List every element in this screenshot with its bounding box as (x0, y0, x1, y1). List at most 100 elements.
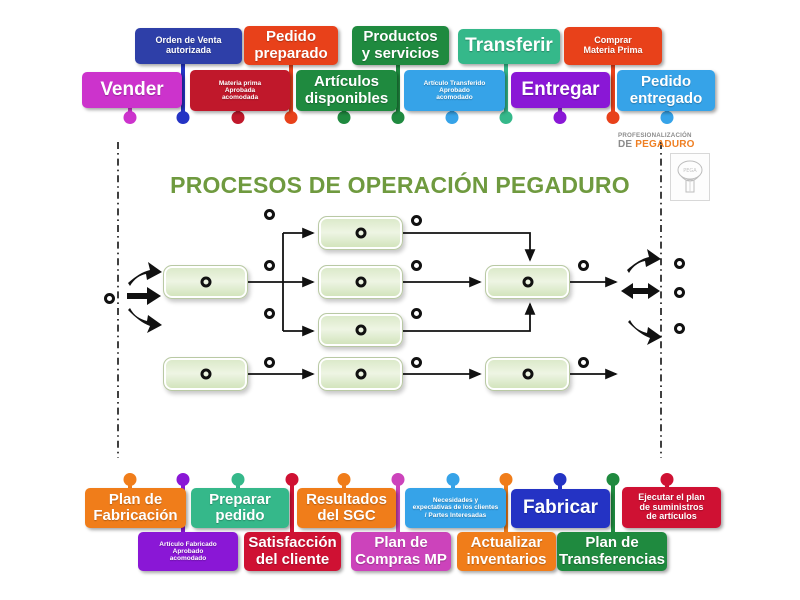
label-chip-resultados-del-sgc[interactable]: Resultados del SGC (297, 488, 396, 528)
connector-pin (606, 65, 620, 124)
pin-ball (499, 111, 513, 124)
label-chip-artículos-disponibles[interactable]: Artículos disponibles (296, 70, 397, 111)
page-title: PROCESOS DE OPERACIÓN PEGADURO (170, 172, 630, 198)
pin-ball (660, 111, 674, 124)
label-chip-ejecutar-el-plan-de-suministros-de[interactable]: Ejecutar el plan de suministros de artíc… (622, 487, 721, 528)
label-chip-plan-de-fabricación[interactable]: Plan de Fabricación (85, 488, 186, 528)
label-chip-plan-de-transferencias[interactable]: Plan de Transferencias (557, 532, 667, 571)
ring-icon (578, 357, 589, 368)
pin-stem (396, 476, 400, 533)
process-box-support-left[interactable] (163, 357, 248, 391)
pin-ball (176, 473, 190, 486)
connector-pin (499, 473, 513, 533)
connector-pin (391, 65, 405, 124)
svg-text:PEGA: PEGA (683, 168, 697, 174)
ring-icon (264, 357, 275, 368)
ring-icon (411, 260, 422, 271)
connector-pin (337, 111, 351, 124)
connector-pin (285, 473, 299, 533)
pin-stem (396, 65, 400, 121)
label-chip-pedido-entregado[interactable]: Pedido entregado (617, 70, 715, 111)
label-chip-satisfacción-del-cliente[interactable]: Satisfacción del cliente (244, 532, 341, 571)
logo-line-2: DE PEGADURO (618, 139, 723, 150)
ring-icon (411, 215, 422, 226)
process-box-support-right[interactable] (485, 357, 570, 391)
label-chip-productos-y-servicios[interactable]: Productos y servicios (352, 26, 449, 65)
ring-icon (264, 260, 275, 271)
pin-ball (553, 111, 567, 124)
ring-icon (674, 287, 685, 298)
label-chip-artículo-fabricado-aprobado-acomod[interactable]: Artículo Fabricado Aprobado acomodado (138, 532, 238, 571)
connector-pin (284, 65, 298, 124)
label-chip-necesidades-y-expectativas-de-los-[interactable]: Necesidades y expectativas de los client… (405, 488, 506, 528)
ring-icon (104, 293, 115, 304)
process-box-input-process[interactable] (163, 265, 248, 299)
ring-icon (355, 276, 366, 288)
pin-ball (337, 111, 351, 124)
pin-ball (391, 111, 405, 124)
process-box-merge-process[interactable] (485, 265, 570, 299)
connector-pin (660, 473, 674, 489)
pin-ball (446, 473, 460, 486)
pin-stem (504, 64, 508, 121)
process-box-branch-mid[interactable] (318, 265, 403, 299)
pin-stem (181, 64, 185, 121)
label-chip-actualizar-inventarios[interactable]: Actualizar inventarios (457, 532, 556, 571)
label-chip-vender[interactable]: Vender (82, 72, 182, 108)
connector-pin (445, 111, 459, 124)
pin-ball (176, 111, 190, 124)
label-chip-orden-de-venta-autorizada[interactable]: Orden de Venta autorizada (135, 28, 242, 64)
ring-icon (355, 324, 366, 336)
label-chip-preparar-pedido[interactable]: Preparar pedido (191, 488, 289, 528)
pin-stem (504, 476, 508, 533)
ring-icon (522, 276, 533, 288)
logo-mark-icon: PEGA (670, 153, 710, 201)
pin-ball (606, 111, 620, 124)
label-chip-comprar-materia-prima[interactable]: Comprar Materia Prima (564, 27, 662, 65)
connector-pin (606, 473, 620, 533)
pin-ball (231, 111, 245, 124)
ring-icon (264, 209, 275, 220)
label-chip-artículo-transferido-aprobado-acom[interactable]: Artículo Transferido Aprobado acomodado (404, 70, 505, 111)
label-chip-materia-prima-aprobada-acomodada[interactable]: Materia prima Aprobada acomodada (190, 70, 290, 111)
process-box-branch-bottom[interactable] (318, 313, 403, 347)
ring-icon (411, 357, 422, 368)
logo-line-1: PROFESIONALIZACIÓN (618, 132, 692, 139)
logo-accent: PEGADURO (635, 139, 695, 150)
connector-pin (499, 64, 513, 124)
pin-ball (445, 111, 459, 124)
connector-pin (231, 473, 245, 489)
pin-ball (337, 473, 351, 486)
connector-pin (391, 473, 405, 533)
pin-ball (285, 473, 299, 486)
label-chip-pedido-preparado[interactable]: Pedido preparado (244, 26, 338, 65)
connector-pin (446, 473, 460, 489)
pin-ball (123, 111, 137, 124)
ring-icon (411, 308, 422, 319)
label-chip-fabricar[interactable]: Fabricar (511, 489, 610, 528)
ring-icon (578, 260, 589, 271)
connector-pin (176, 64, 190, 124)
label-chip-transferir[interactable]: Transferir (458, 29, 560, 64)
process-box-support-mid[interactable] (318, 357, 403, 391)
ring-icon (200, 368, 211, 380)
label-chip-entregar[interactable]: Entregar (511, 72, 610, 108)
ring-icon (264, 308, 275, 319)
label-chip-plan-de-compras-mp[interactable]: Plan de Compras MP (351, 532, 451, 571)
connector-pin (123, 473, 137, 489)
connector-pin (123, 108, 137, 124)
connector-pin (231, 111, 245, 124)
pin-stem (289, 65, 293, 121)
ring-icon (674, 323, 685, 334)
ring-icon (355, 227, 366, 239)
connector-pin (337, 473, 351, 489)
brand-logo: PROFESIONALIZACIÓN DE PEGADURO PEGA (618, 132, 723, 201)
logo-prefix: DE (618, 139, 636, 150)
connector-pin (553, 473, 567, 489)
process-box-branch-top[interactable] (318, 216, 403, 250)
ring-icon (674, 258, 685, 269)
pin-stem (611, 65, 615, 121)
pin-ball (553, 473, 567, 486)
